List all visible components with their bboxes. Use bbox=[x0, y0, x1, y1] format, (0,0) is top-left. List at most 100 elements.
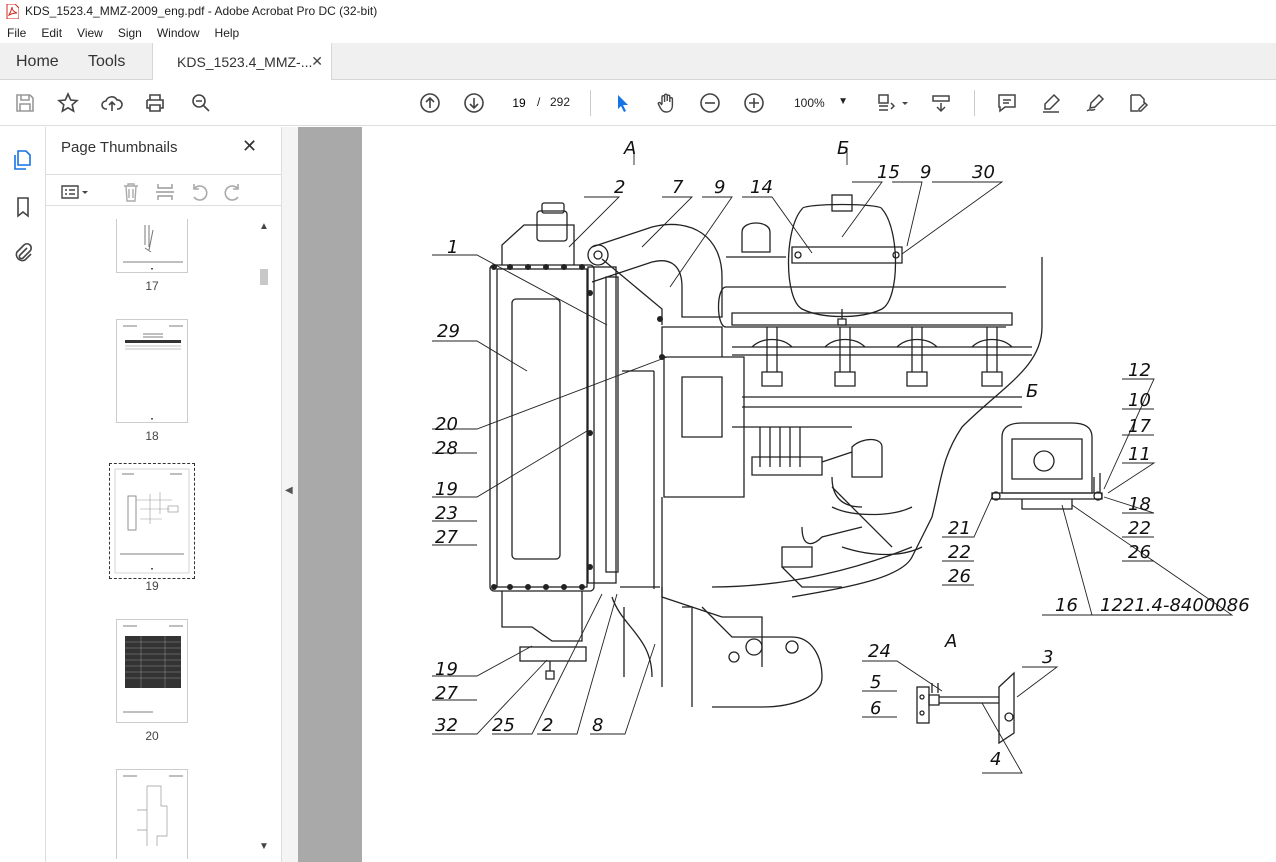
scroll-mode-icon[interactable] bbox=[929, 91, 953, 115]
panel-collapse-handle[interactable]: ◀ bbox=[282, 127, 298, 862]
thumbnail-preview bbox=[123, 625, 183, 713]
thumbnail-page-19[interactable] bbox=[109, 463, 195, 579]
engine-assembly-drawing: А Б 1 2 7 9 14 15 9 30 29 20 28 19 23 27… bbox=[432, 138, 1250, 774]
callout-7: 7 bbox=[672, 177, 684, 198]
star-bookmark-icon[interactable] bbox=[56, 91, 80, 115]
callout-1: 1 bbox=[447, 237, 458, 258]
callout-32: 32 bbox=[435, 715, 458, 736]
page-number-input[interactable] bbox=[504, 91, 534, 115]
trash-icon[interactable] bbox=[120, 181, 142, 203]
edit-document-icon[interactable] bbox=[1126, 91, 1150, 115]
rotate-counterclockwise-icon[interactable] bbox=[188, 181, 210, 203]
scrollbar-thumb[interactable] bbox=[260, 269, 268, 285]
print-icon[interactable] bbox=[143, 91, 167, 115]
upload-cloud-icon[interactable] bbox=[100, 91, 124, 115]
close-icon[interactable]: ✕ bbox=[242, 136, 258, 156]
callout-27: 27 bbox=[435, 527, 458, 548]
acrobat-pdf-icon bbox=[6, 3, 19, 19]
callout-12: 12 bbox=[1128, 360, 1151, 381]
view-label-a: А bbox=[623, 138, 636, 159]
thumbnail-label: 19 bbox=[145, 579, 159, 593]
chevron-up-icon[interactable]: ▲ bbox=[259, 221, 269, 232]
tab-document-label: KDS_1523.4_MMZ-... bbox=[177, 53, 313, 70]
menu-view[interactable]: View bbox=[77, 25, 103, 40]
callout-8: 8 bbox=[592, 715, 603, 736]
document-viewport[interactable]: А Б 1 2 7 9 14 15 9 30 29 20 28 19 23 27… bbox=[298, 127, 1276, 862]
zoom-level-value: 100% bbox=[794, 96, 825, 110]
thumbnail-preview bbox=[123, 325, 183, 420]
bookmark-icon[interactable] bbox=[12, 196, 34, 218]
callout-21: 21 bbox=[948, 518, 971, 539]
toolbar-divider bbox=[590, 90, 591, 116]
tab-close-icon[interactable]: ✕ bbox=[311, 53, 323, 69]
next-page-icon[interactable] bbox=[462, 91, 486, 115]
chevron-down-icon[interactable]: ▼ bbox=[259, 841, 269, 852]
tab-document[interactable]: KDS_1523.4_MMZ-... ✕ bbox=[152, 43, 332, 80]
callout-28: 28 bbox=[435, 438, 458, 459]
menu-window[interactable]: Window bbox=[156, 25, 200, 40]
menu-sign[interactable]: Sign bbox=[117, 25, 142, 40]
thumbnail-preview bbox=[114, 468, 190, 574]
find-zoom-icon[interactable] bbox=[189, 91, 213, 115]
toolbar-divider bbox=[974, 90, 975, 116]
zoom-level-select[interactable]: 100% ▼ bbox=[786, 92, 856, 114]
page-thumbnails-panel: Page Thumbnails ✕ 17 bbox=[46, 127, 282, 862]
callout-18: 18 bbox=[1128, 494, 1151, 515]
options-menu-icon[interactable] bbox=[60, 181, 90, 203]
callout-19-lower: 19 bbox=[435, 659, 458, 680]
highlighter-pen-icon[interactable] bbox=[1039, 91, 1063, 115]
hand-tool-icon[interactable] bbox=[654, 91, 678, 115]
thumbnail-scrollbar[interactable]: ▲ ▼ bbox=[257, 219, 271, 855]
callout-6: 6 bbox=[870, 698, 881, 719]
navigation-rail bbox=[0, 127, 46, 862]
title-bar: KDS_1523.4_MMZ-2009_eng.pdf - Adobe Acro… bbox=[0, 0, 1276, 22]
thumbnail-label: 17 bbox=[145, 279, 159, 293]
thumbnail-page-17[interactable] bbox=[116, 219, 188, 273]
insert-page-icon[interactable] bbox=[154, 181, 176, 203]
callout-11: 11 bbox=[1128, 444, 1151, 465]
part-number-label: 1221.4-8400086 bbox=[1100, 595, 1250, 616]
page-separator: / bbox=[537, 95, 541, 109]
callout-9: 9 bbox=[714, 177, 725, 198]
callout-24: 24 bbox=[868, 641, 891, 662]
chevron-down-icon: ▼ bbox=[838, 96, 848, 107]
detail-label-b: Б bbox=[1026, 381, 1038, 402]
detail-label-a: А bbox=[944, 631, 957, 652]
thumbnail-preview bbox=[123, 225, 183, 270]
thumbnail-label: 20 bbox=[145, 729, 159, 743]
select-cursor-icon[interactable] bbox=[610, 91, 634, 115]
thumbnail-page-20[interactable] bbox=[116, 619, 188, 723]
tab-home[interactable]: Home bbox=[16, 52, 59, 70]
callout-16: 16 bbox=[1055, 595, 1078, 616]
main-toolbar: / 292 100% ▼ bbox=[0, 80, 1276, 126]
thumbnail-page-18[interactable] bbox=[116, 319, 188, 423]
zoom-out-icon[interactable] bbox=[698, 91, 722, 115]
page-thumbnails-icon[interactable] bbox=[12, 149, 34, 171]
menu-help[interactable]: Help bbox=[214, 25, 240, 40]
panel-title: Page Thumbnails bbox=[61, 139, 178, 156]
callout-4: 4 bbox=[990, 749, 1001, 770]
callout-2: 2 bbox=[614, 177, 625, 198]
rotate-clockwise-icon[interactable] bbox=[222, 181, 244, 203]
comment-icon[interactable] bbox=[995, 91, 1019, 115]
page-total: 292 bbox=[550, 95, 571, 109]
sign-pen-icon[interactable] bbox=[1083, 91, 1107, 115]
view-label-b: Б bbox=[837, 138, 849, 159]
callout-30: 30 bbox=[972, 162, 995, 183]
chevron-left-icon: ◀ bbox=[285, 485, 293, 496]
page-fit-icon[interactable] bbox=[874, 91, 898, 115]
thumbnail-label: 18 bbox=[145, 429, 159, 443]
callout-17: 17 bbox=[1128, 416, 1151, 437]
thumbnail-list: 17 18 19 bbox=[46, 219, 266, 859]
attachment-paperclip-icon[interactable] bbox=[12, 242, 34, 264]
menu-edit[interactable]: Edit bbox=[41, 25, 63, 40]
callout-27-lower: 27 bbox=[435, 683, 458, 704]
thumbnail-page-21[interactable] bbox=[116, 769, 188, 859]
tab-tools[interactable]: Tools bbox=[88, 52, 126, 70]
menu-file[interactable]: File bbox=[7, 25, 27, 40]
previous-page-icon[interactable] bbox=[418, 91, 442, 115]
chevron-down-icon[interactable] bbox=[900, 91, 910, 115]
zoom-in-icon[interactable] bbox=[742, 91, 766, 115]
save-icon[interactable] bbox=[13, 91, 37, 115]
callout-22-left: 22 bbox=[948, 542, 971, 563]
